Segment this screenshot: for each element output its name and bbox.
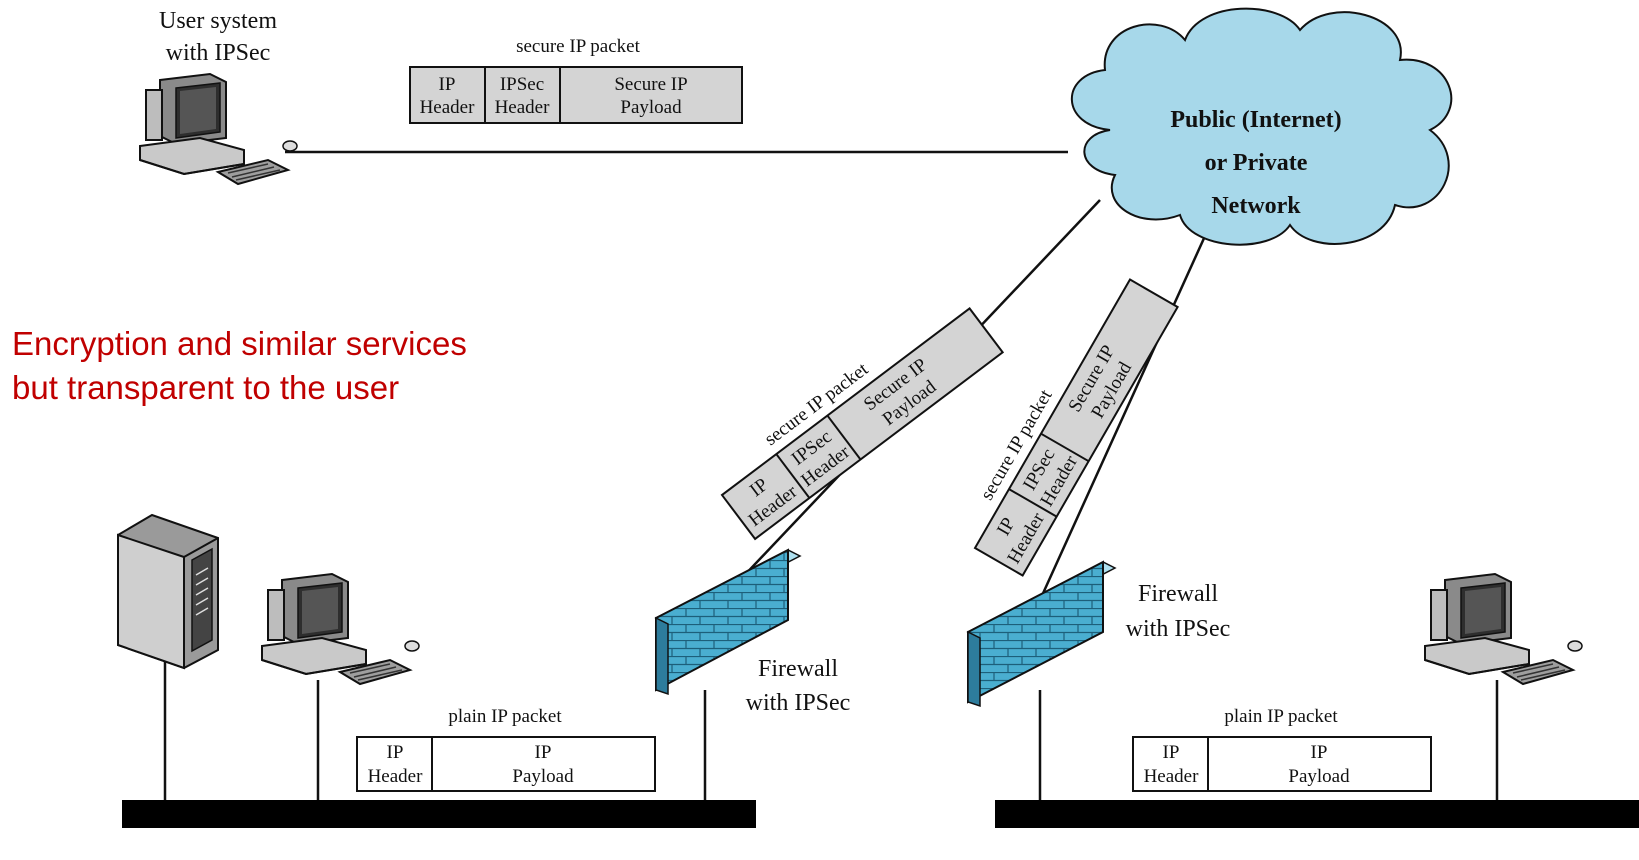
top-ipsec-header-l2: Header xyxy=(495,97,551,118)
top-secure-packet: IP Header IPSec Header Secure IP Payload xyxy=(409,66,743,124)
left-secure-packet: secure IP packet IP Header IPSec Header … xyxy=(720,307,1005,541)
top-secure-packet-label: secure IP packet xyxy=(516,36,641,57)
right-secure-packet: secure IP packet IP Header IPSec Header … xyxy=(973,278,1179,577)
caption-line1: Encryption and similar services xyxy=(12,325,467,362)
right-firewall-line2: with IPSec xyxy=(1126,616,1231,642)
right-plain-packet-label: plain IP packet xyxy=(1224,706,1338,727)
top-ip-header-l2: Header xyxy=(420,97,476,118)
right-plain-ip-payload-l2: Payload xyxy=(1288,766,1350,787)
left-plain-packet: IP Header IP Payload xyxy=(356,736,656,792)
left-firewall-line2: with IPSec xyxy=(746,690,851,716)
cloud-icon xyxy=(1070,7,1453,246)
right-lan-bus xyxy=(995,800,1639,828)
network-line2: or Private xyxy=(1205,150,1308,176)
top-secure-payload-l2: Payload xyxy=(620,97,682,118)
right-firewall-link xyxy=(1038,224,1212,601)
user-system-line2: with IPSec xyxy=(166,40,271,66)
user-computer-icon xyxy=(139,73,298,185)
right-plain-ip-header-l1: IP xyxy=(1163,742,1180,763)
lan-computer-icon xyxy=(261,573,420,685)
left-plain-ip-payload-l2: Payload xyxy=(512,766,574,787)
left-lan-bus xyxy=(122,800,756,828)
right-plain-ip-payload-l1: IP xyxy=(1311,742,1328,763)
left-plain-ip-header-l1: IP xyxy=(387,742,404,763)
server-icon xyxy=(117,513,219,670)
right-computer-icon xyxy=(1424,573,1583,685)
top-ip-header-l1: IP xyxy=(439,74,456,95)
top-secure-payload-l1: Secure IP xyxy=(614,74,687,95)
left-plain-packet-label: plain IP packet xyxy=(448,706,562,727)
caption-line2: but transparent to the user xyxy=(12,369,400,406)
top-ipsec-header-l1: IPSec xyxy=(500,74,544,95)
right-plain-ip-header-l2: Header xyxy=(1144,766,1200,787)
left-firewall-line1: Firewall xyxy=(758,656,838,682)
network-line1: Public (Internet) xyxy=(1170,107,1341,133)
right-plain-packet: IP Header IP Payload xyxy=(1132,736,1432,792)
caption: Encryption and similar services but tran… xyxy=(12,322,652,410)
left-plain-ip-payload-l1: IP xyxy=(535,742,552,763)
network-line3: Network xyxy=(1211,193,1301,219)
left-plain-ip-header-l2: Header xyxy=(368,766,424,787)
right-firewall-line1: Firewall xyxy=(1138,581,1218,607)
left-firewall-icon xyxy=(654,548,802,696)
right-firewall-icon xyxy=(966,560,1117,708)
user-system-line1: User system xyxy=(159,8,277,34)
